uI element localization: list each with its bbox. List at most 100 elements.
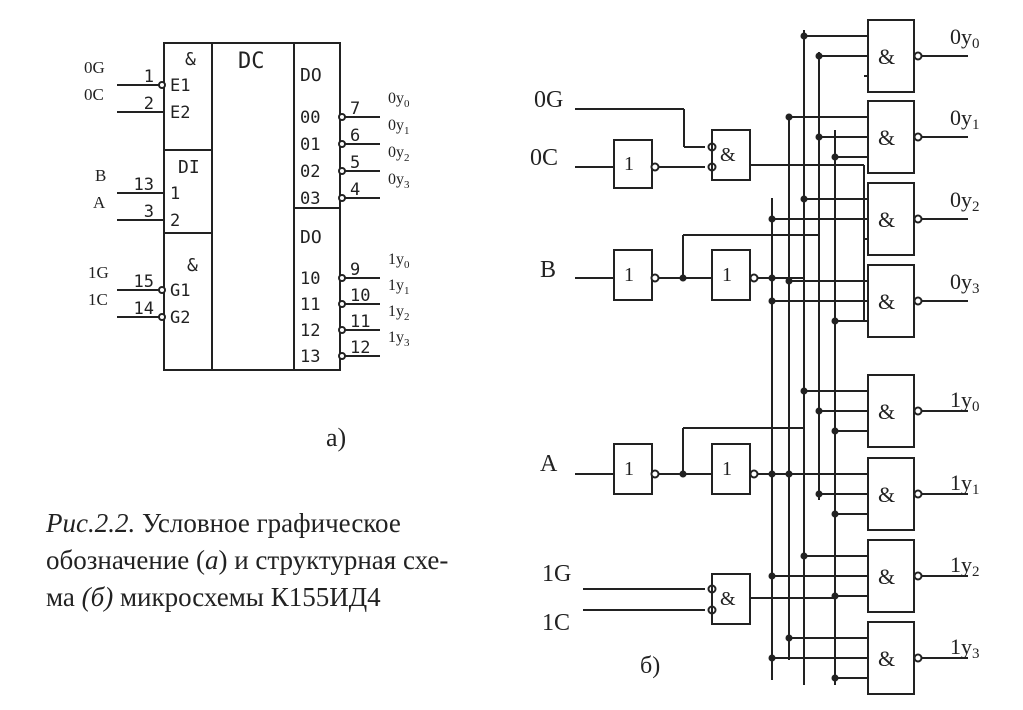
output-0y2: 0y2 [950,187,980,215]
not-gate-b2-symbol: 1 [722,264,732,286]
input-label-A: A [93,193,106,212]
di-label: DI [178,157,200,178]
output-label-0y1: 0y1 [388,117,410,137]
output-label-1y1: 1y1 [388,277,410,297]
caption-text-2a: обозначение ( [46,545,205,575]
pin-number-9: 9 [350,260,360,280]
output-1y2: 1y2 [950,552,980,580]
junction-dot [800,32,808,40]
not-gate-a1-symbol: 1 [624,458,634,480]
junction-dot [831,153,839,161]
input-A: A [540,451,558,477]
junction-dot [768,297,776,305]
pin-number-3: 3 [144,202,154,222]
junction-dot [831,427,839,435]
junction-dot [800,387,808,395]
input-B: B [540,257,556,283]
output-label-0y0: 0y0 [388,90,410,110]
caption-line-1: Рис.2.2. Условное графическое [46,505,516,542]
and-gate-1y0-symbol: & [878,399,895,424]
port-label-1: 1 [170,184,180,204]
input-label-B: B [95,166,106,185]
and-gate-enable1-symbol: & [720,588,736,610]
output-label-0y2: 0y2 [388,144,410,164]
output-port-12: 12 [300,321,320,341]
junction-dot [815,407,823,415]
and-gate-0y1-symbol: & [878,125,895,150]
caption-line-2: обозначение (а) и структурная схе- [46,542,516,579]
junction-dot [768,572,776,580]
and-gate-0y0-symbol: & [878,44,895,69]
output-label-0y3: 0y3 [388,171,410,191]
pin-number-4: 4 [350,180,360,200]
output-0y3: 0y3 [950,269,980,297]
not-gate-a1 [613,443,653,495]
not-gate-0c-symbol: 1 [624,153,634,175]
junction-dot [768,215,776,223]
pin-number-7: 7 [350,99,360,119]
and-gate-0y3-symbol: & [878,289,895,314]
pin-number-13: 13 [134,175,154,195]
input-label-0G: 0G [84,58,105,77]
output-port-01: 01 [300,135,320,155]
output-0y1: 0y1 [950,105,980,133]
junction-dot [815,133,823,141]
junction-dot [785,277,793,285]
input-label-1G: 1G [88,263,109,282]
and-header-label: & [185,49,196,70]
not-gate-a2 [711,443,751,495]
junction-dot [785,634,793,642]
do-label-bottom: DO [300,227,322,248]
not-gate-b1-symbol: 1 [624,264,634,286]
and-gate-1y1-symbol: & [878,482,895,507]
and-gate-0y2-symbol: & [878,207,895,232]
diagram-a [117,42,380,371]
not-gate-a2-symbol: 1 [722,458,732,480]
pin-number-10: 10 [350,286,370,306]
and-gate-1y2-symbol: & [878,564,895,589]
input-0G: 0G [534,87,563,113]
pin-number-12: 12 [350,338,370,358]
output-port-03: 03 [300,189,320,209]
and-gate-enable0-symbol: & [720,144,736,166]
figure-caption: Рис.2.2. Условное графическое обозначени… [46,505,516,616]
and-gate-enable0 [711,129,751,181]
pin-number-11: 11 [350,312,370,332]
pin-number-5: 5 [350,153,360,173]
ic-body [163,42,341,371]
junction-dot [800,552,808,560]
do-label-top: DO [300,65,322,86]
port-label-G2: G2 [170,308,190,328]
pin-number-2: 2 [144,94,154,114]
output-port-10: 10 [300,269,320,289]
pin-number-6: 6 [350,126,360,146]
junction-dot [800,195,808,203]
output-1y0: 1y0 [950,387,980,415]
output-label-1y2: 1y2 [388,303,410,323]
output-label-1y3: 1y3 [388,329,410,349]
and-gate-1y3-symbol: & [878,646,895,671]
dc-header-label: DC [238,49,265,74]
caption-text-2it: а [204,545,219,575]
junction-dot [815,52,823,60]
input-1G: 1G [542,561,571,587]
caption-line-3: ма (б) микросхемы К155ИД4 [46,579,516,616]
output-1y1: 1y1 [950,470,980,498]
port-label-G1: G1 [170,281,190,301]
caption-text-3b: микросхемы К155ИД4 [113,582,381,612]
port-label-E2: E2 [170,103,190,123]
diagram-b-label: б) [640,653,660,679]
output-port-02: 02 [300,162,320,182]
junction-dot [785,470,793,478]
input-label-0C: 0C [84,85,104,104]
pin-number-14: 14 [134,299,154,319]
diagram-b [575,19,968,695]
output-label-1y0: 1y0 [388,251,410,271]
junction-dot [831,674,839,682]
not-gate-b2 [711,249,751,301]
diagram-a-label: а) [326,423,346,452]
caption-text-3a: ма [46,582,82,612]
junction-dot [815,490,823,498]
pin-number-1: 1 [144,67,154,87]
